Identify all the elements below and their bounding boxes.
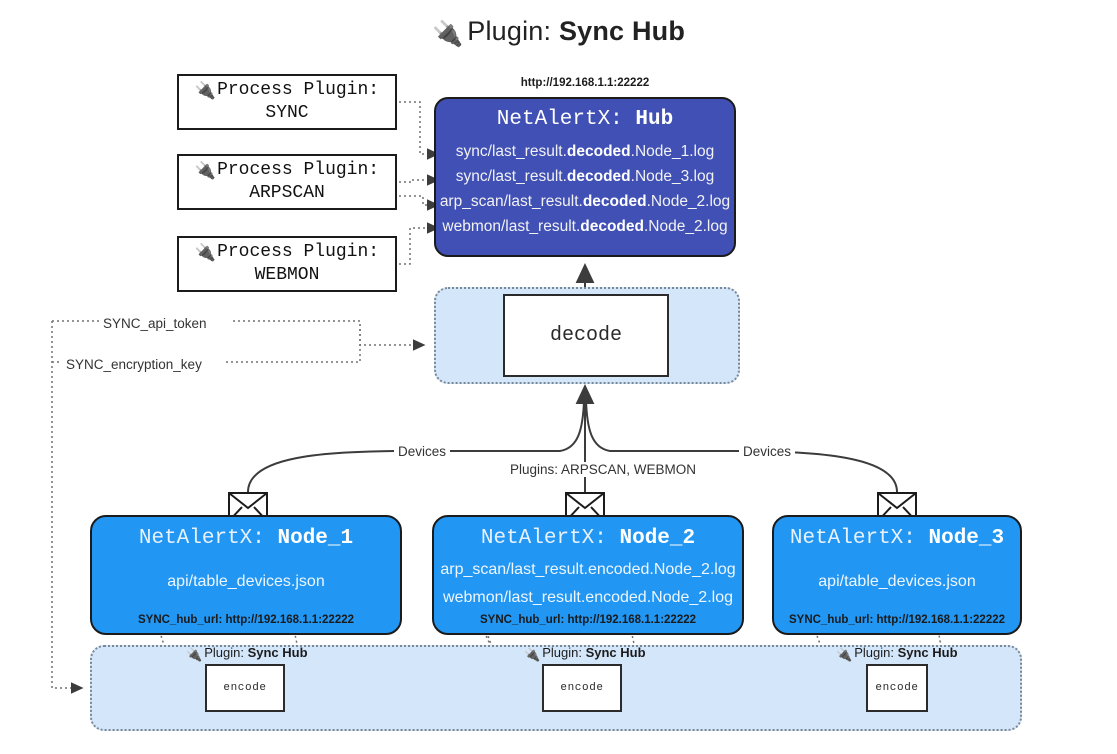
node-hub-url: SYNC_hub_url: http://192.168.1.1:22222 <box>137 614 355 626</box>
hub-box[interactable]: NetAlertX: Hub sync/last_result.decoded.… <box>434 97 736 257</box>
process-plugin-name: SYNC <box>265 103 309 124</box>
plug-icon: 🔌 <box>431 20 464 48</box>
title-name: Sync Hub <box>558 16 686 46</box>
encode-box-node-2[interactable]: encode <box>542 664 622 712</box>
plugin-label-prefix: Plugin: <box>542 645 582 660</box>
node-title-name: Node_2 <box>619 527 696 550</box>
log-mid: decoded <box>582 193 647 210</box>
node-hub-url: SYNC_hub_url: http://192.168.1.1:22222 <box>788 614 1006 626</box>
hub-title-prefix: NetAlertX: <box>496 108 623 131</box>
node-title-name: Node_1 <box>277 527 354 550</box>
plugin-label-prefix: Plugin: <box>204 645 244 660</box>
plug-icon: 🔌 <box>194 243 217 264</box>
secret-label-encryption-key: SYNC_encryption_key <box>62 357 206 372</box>
decode-box[interactable]: decode <box>503 294 669 377</box>
plug-icon: 🔌 <box>194 161 217 182</box>
flow-label-plugins: Plugins: ARPSCAN, WEBMON <box>506 462 701 477</box>
process-plugin-box-webmon[interactable]: 🔌Process Plugin: WEBMON <box>177 236 397 292</box>
process-plugin-label: Process Plugin: <box>217 242 380 263</box>
node-box-node-1[interactable]: NetAlertX: Node_1 api/table_devices.json… <box>90 515 402 635</box>
hub-title: NetAlertX: Hub <box>436 108 734 131</box>
flow-label-devices-right: Devices <box>739 444 796 459</box>
hub-log-line: sync/last_result.decoded.Node_1.log <box>436 139 734 164</box>
secret-label-api-token: SYNC_api_token <box>99 316 211 331</box>
hub-log-line: webmon/last_result.decoded.Node_2.log <box>436 214 734 239</box>
process-plugin-box-arpscan[interactable]: 🔌Process Plugin: ARPSCAN <box>177 154 397 210</box>
hub-url-label: http://192.168.1.1:22222 <box>520 77 650 89</box>
log-post: .Node_1.log <box>630 143 715 160</box>
log-pre: sync/last_result. <box>455 168 567 185</box>
hub-title-name: Hub <box>635 108 674 131</box>
node-payload-line: arp_scan/last_result.encoded.Node_2.log <box>440 561 736 578</box>
node-title: NetAlertX: Node_1 <box>92 527 400 550</box>
plugin-label-sync-hub-1: 🔌Plugin: Sync Hub <box>186 645 308 663</box>
log-mid: decoded <box>580 218 644 235</box>
page-title: 🔌Plugin: Sync Hub <box>0 16 1117 49</box>
log-post: .Node_2.log <box>643 218 728 235</box>
process-plugin-label: Process Plugin: <box>217 80 380 101</box>
log-mid: decoded <box>566 143 631 160</box>
plug-icon: 🔌 <box>524 647 541 662</box>
plug-icon: 🔌 <box>186 647 203 662</box>
node-title-prefix: NetAlertX: <box>789 527 916 550</box>
log-mid: decoded <box>566 168 631 185</box>
hub-log-line: arp_scan/last_result.decoded.Node_2.log <box>436 189 734 214</box>
node-title: NetAlertX: Node_3 <box>774 527 1020 550</box>
log-pre: arp_scan/last_result. <box>439 193 583 210</box>
plug-icon: 🔌 <box>194 81 217 102</box>
flow-label-devices-left: Devices <box>394 444 451 459</box>
hub-log-line: sync/last_result.decoded.Node_3.log <box>436 164 734 189</box>
log-post: .Node_3.log <box>630 168 715 185</box>
node-title-prefix: NetAlertX: <box>138 527 265 550</box>
plugin-label-prefix: Plugin: <box>854 645 894 660</box>
node-title-name: Node_3 <box>928 527 1005 550</box>
process-plugin-name: WEBMON <box>254 265 320 286</box>
log-pre: webmon/last_result. <box>442 218 581 235</box>
process-plugin-label: Process Plugin: <box>217 160 380 181</box>
process-plugin-name: ARPSCAN <box>249 183 325 204</box>
plugin-label-sync-hub-3: 🔌Plugin: Sync Hub <box>836 645 958 663</box>
encode-box-node-1[interactable]: encode <box>205 664 285 712</box>
node-box-node-2[interactable]: NetAlertX: Node_2 arp_scan/last_result.e… <box>432 515 744 635</box>
log-post: .Node_2.log <box>646 193 731 210</box>
plugin-label-name: Sync Hub <box>585 645 646 660</box>
process-plugin-box-sync[interactable]: 🔌Process Plugin: SYNC <box>177 74 397 130</box>
node-payload-line: webmon/last_result.encoded.Node_2.log <box>443 589 733 606</box>
node-hub-url: SYNC_hub_url: http://192.168.1.1:22222 <box>479 614 697 626</box>
node-title: NetAlertX: Node_2 <box>434 527 742 550</box>
plug-icon: 🔌 <box>836 647 853 662</box>
node-box-node-3[interactable]: NetAlertX: Node_3 api/table_devices.json… <box>772 515 1022 635</box>
title-prefix: Plugin: <box>467 16 552 46</box>
plugin-label-name: Sync Hub <box>897 645 958 660</box>
log-pre: sync/last_result. <box>455 143 567 160</box>
plugin-label-name: Sync Hub <box>247 645 308 660</box>
encode-box-node-3[interactable]: encode <box>866 664 928 712</box>
node-payload-line: api/table_devices.json <box>167 573 325 590</box>
node-title-prefix: NetAlertX: <box>480 527 607 550</box>
node-payload-line: api/table_devices.json <box>818 573 976 590</box>
plugin-label-sync-hub-2: 🔌Plugin: Sync Hub <box>524 645 646 663</box>
